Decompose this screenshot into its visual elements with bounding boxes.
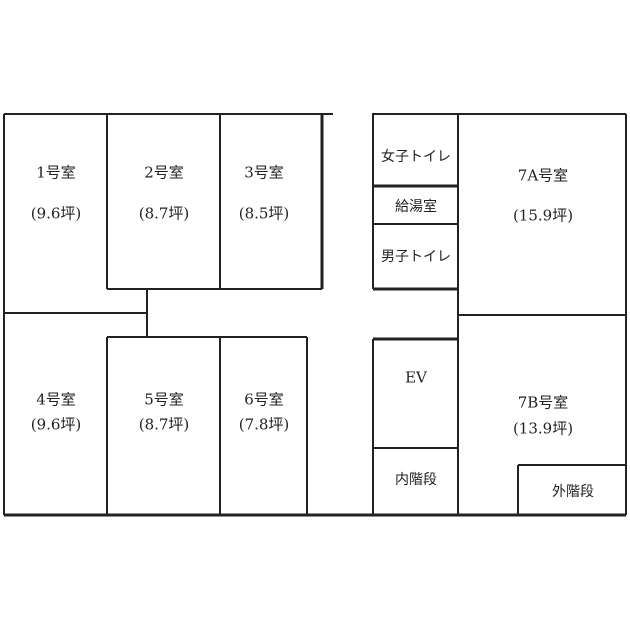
room-3-area: (8.5坪) [238,204,290,223]
inner-stairs-label: 内階段 [395,472,437,488]
room-5-name: 5号室 [144,390,184,409]
room-7a-name: 7A号室 [517,166,569,185]
room-6-area: (7.8坪) [238,415,290,434]
outer-stairs-label: 外階段 [552,484,594,500]
room-1-name: 1号室 [36,163,76,182]
mens-toilet-label: 男子トイレ [381,249,451,265]
room-3-name: 3号室 [244,163,284,182]
room-6-name: 6号室 [244,390,284,409]
room-7b-name: 7B号室 [517,393,569,412]
room-1-area: (9.6坪) [30,204,82,223]
room-5-area: (8.7坪) [138,415,190,434]
kitchenette-label: 給湯室 [395,199,437,215]
womens-toilet-label: 女子トイレ [381,149,451,165]
room-2-name: 2号室 [144,163,184,182]
elevator-label: EV [405,368,427,387]
room-7a-area: (15.9坪) [512,206,574,225]
room-7b-area: (13.9坪) [512,419,574,438]
room-4-area: (9.6坪) [30,415,82,434]
room-2-area: (8.7坪) [138,204,190,223]
room-4-name: 4号室 [36,390,76,409]
